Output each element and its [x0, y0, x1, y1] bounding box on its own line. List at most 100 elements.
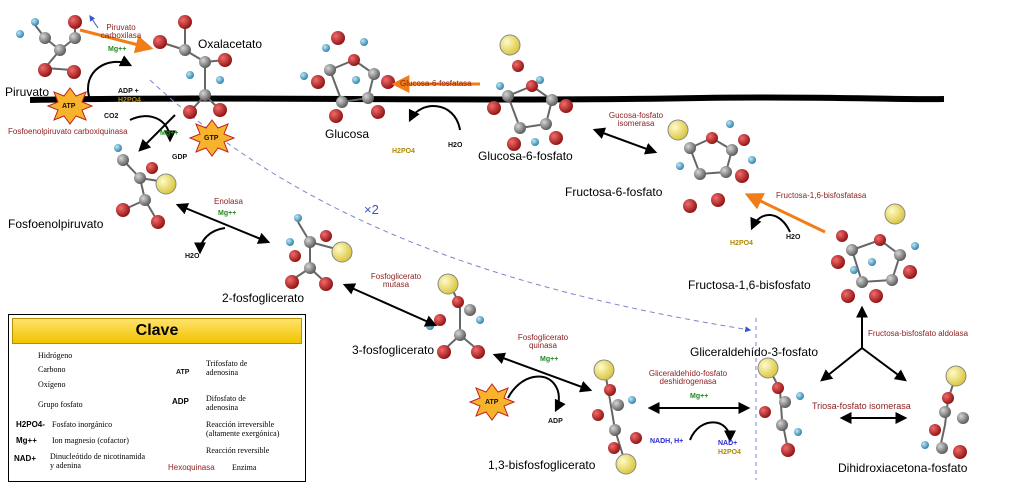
dhap-molecule — [921, 365, 969, 459]
label-bpg13: 1,3-bisfosfoglicerato — [488, 458, 596, 472]
label-pyruvate: Piruvato — [5, 85, 50, 99]
legend-pi: Fosfato inorgánico — [52, 420, 113, 429]
enzyme-pepck: Fosfoenolpiruvato carboxiquinasa — [8, 127, 128, 136]
pyruvate-molecule — [16, 15, 82, 79]
enzyme-pgk: Fosfoglicerato quinasa — [517, 333, 569, 351]
aldolase-left-arrow — [820, 347, 863, 382]
legend-box: Clave — [8, 314, 306, 482]
co2-label: CO2 — [104, 113, 119, 120]
label-pg2: 2-fosfoglicerato — [222, 291, 305, 305]
enzyme-aldolase: Fructosa-bisfosfato aldolasa — [868, 329, 969, 338]
enzyme-enolase: Enolasa — [214, 197, 243, 206]
legend-pi-symbol: H2PO4- — [16, 420, 45, 429]
legend-enzyme: Enzima — [232, 463, 257, 472]
h2o-g6pase: H2O — [448, 142, 463, 149]
pg2-molecule — [285, 214, 353, 291]
label-oxaloacetate: Oxalacetato — [198, 37, 263, 51]
pg3-molecule — [426, 273, 485, 359]
legend-atp: Trifosfato de adenosina — [206, 359, 248, 377]
glucose-molecule — [300, 31, 395, 123]
enzyme-g6pase: Glucosa-6-fosfatasa — [400, 79, 472, 88]
label-g6p: Glucosa-6-fosfato — [478, 149, 573, 163]
adp-carboxylase: ADP + — [118, 88, 139, 95]
enzyme-pgm: Fosfoglicerato mutasa — [370, 272, 422, 290]
legend-nad-symbol: NAD+ — [14, 454, 37, 463]
legend-adp: Difosfato de adenosina — [206, 394, 246, 412]
enzyme-gapdh: Gliceraldehído-fosfato deshidrogenasa — [648, 369, 728, 387]
h2o-enolase: H2O — [185, 253, 200, 260]
g3p-molecule — [757, 357, 804, 457]
aldolase-right-arrow — [861, 347, 907, 382]
enzyme-gpi: Gucosa-fosfato isomerasa — [608, 111, 664, 129]
pgk-arrow — [492, 352, 593, 393]
atp-burst-top — [46, 87, 94, 125]
fbpase-water-arrow — [750, 214, 791, 233]
enolase-water-arrow — [194, 227, 226, 255]
pi-g6pase: H2PO4 — [392, 148, 415, 155]
legend-carbon: Carbono — [38, 365, 66, 374]
atp-bottom-label: ATP — [485, 399, 499, 406]
mg-carboxylase: Mg++ — [108, 46, 127, 53]
legend-hydrogen: Hidrógeno — [38, 351, 73, 360]
carboxylase-dashed-arrow — [89, 15, 99, 29]
gdp-label: GDP — [172, 154, 188, 161]
legend-title: Clave — [12, 318, 302, 344]
label-g3p: Gliceraldehído-3-fosfato — [690, 345, 819, 359]
legend-irreversible: Reacción irreversible (altamente exergón… — [206, 420, 280, 438]
pepck-cofactor-arrow — [129, 115, 176, 143]
gapdh-nad-arrow — [689, 421, 736, 443]
h2o-fbpase: H2O — [786, 234, 801, 241]
legend-mg-symbol: Mg++ — [16, 436, 37, 445]
pi-carboxylase: H2PO4 — [118, 97, 141, 104]
label-pep: Fosfoenolpiruvato — [8, 217, 104, 231]
gtp-label: GTP — [204, 135, 219, 142]
enzyme-tpi: Triosa-fosfato isomerasa — [812, 401, 911, 411]
pi-fbpase: H2PO4 — [730, 240, 753, 247]
gtp-burst — [188, 119, 236, 157]
nadh-label: NADH, H+ — [650, 438, 684, 445]
nad-label: NAD+ — [718, 440, 738, 447]
atp-burst-bottom — [468, 383, 516, 421]
multiplier-label: ×2 — [364, 202, 379, 217]
oxaloacetate-molecule — [153, 15, 232, 119]
legend-atp-symbol: ATP — [176, 369, 190, 376]
pgk-atp-arrow — [507, 375, 566, 413]
mg-pepck: Mg++ — [160, 130, 179, 137]
carboxylase-arrow — [79, 28, 154, 54]
membrane-line — [29, 94, 945, 103]
label-f6p: Fructosa-6-fosfato — [565, 185, 663, 199]
fbpase-arrow — [744, 193, 826, 234]
pep-molecule — [114, 144, 177, 229]
atp-top-label: ATP — [62, 103, 76, 110]
legend-phosphate: Grupo fosfato — [38, 400, 83, 409]
dashed-path — [149, 79, 752, 333]
legend-nad: Dinucleótido de nicotinamida y adenina — [50, 452, 146, 470]
bpg13-molecule — [592, 359, 642, 475]
label-f16bp: Fructosa-1,6-bisfosfato — [688, 278, 811, 292]
legend-enzyme-symbol: Hexoquinasa — [168, 463, 215, 472]
enzyme-pyruvate-carboxylase: Piruvato carboxilasa — [100, 23, 142, 41]
gpi-arrow — [592, 127, 658, 155]
label-pg3: 3-fosfoglicerato — [352, 343, 435, 357]
pi-gapdh: H2PO4 — [718, 449, 741, 456]
g6pase-water-arrow — [408, 105, 461, 131]
legend-mg: Ion magnesio (cofactor) — [52, 436, 129, 445]
mg-enolase: Mg++ — [218, 210, 237, 217]
mg-gapdh: Mg++ — [690, 393, 709, 400]
adp-pgk: ADP — [548, 418, 563, 425]
legend-adp-symbol: ADP — [172, 397, 189, 406]
g6p-molecule — [487, 34, 573, 151]
carboxylase-cofactor-arrow — [87, 55, 133, 101]
enolase-arrow — [175, 203, 271, 244]
label-glucose: Glucosa — [325, 127, 370, 141]
legend-reversible: Reacción reversible — [206, 446, 270, 455]
f16bp-molecule — [831, 203, 919, 303]
pgm-arrow — [342, 283, 438, 327]
enzyme-fbpase: Fructosa-1,6-bisfosfatasa — [776, 191, 867, 200]
pepck-arrow — [138, 114, 176, 152]
label-dhap: Dihidroxiacetona-fosfato — [838, 461, 968, 475]
mg-pgk: Mg++ — [540, 356, 559, 363]
legend-oxygen: Oxígeno — [38, 380, 66, 389]
f6p-molecule — [667, 119, 756, 213]
